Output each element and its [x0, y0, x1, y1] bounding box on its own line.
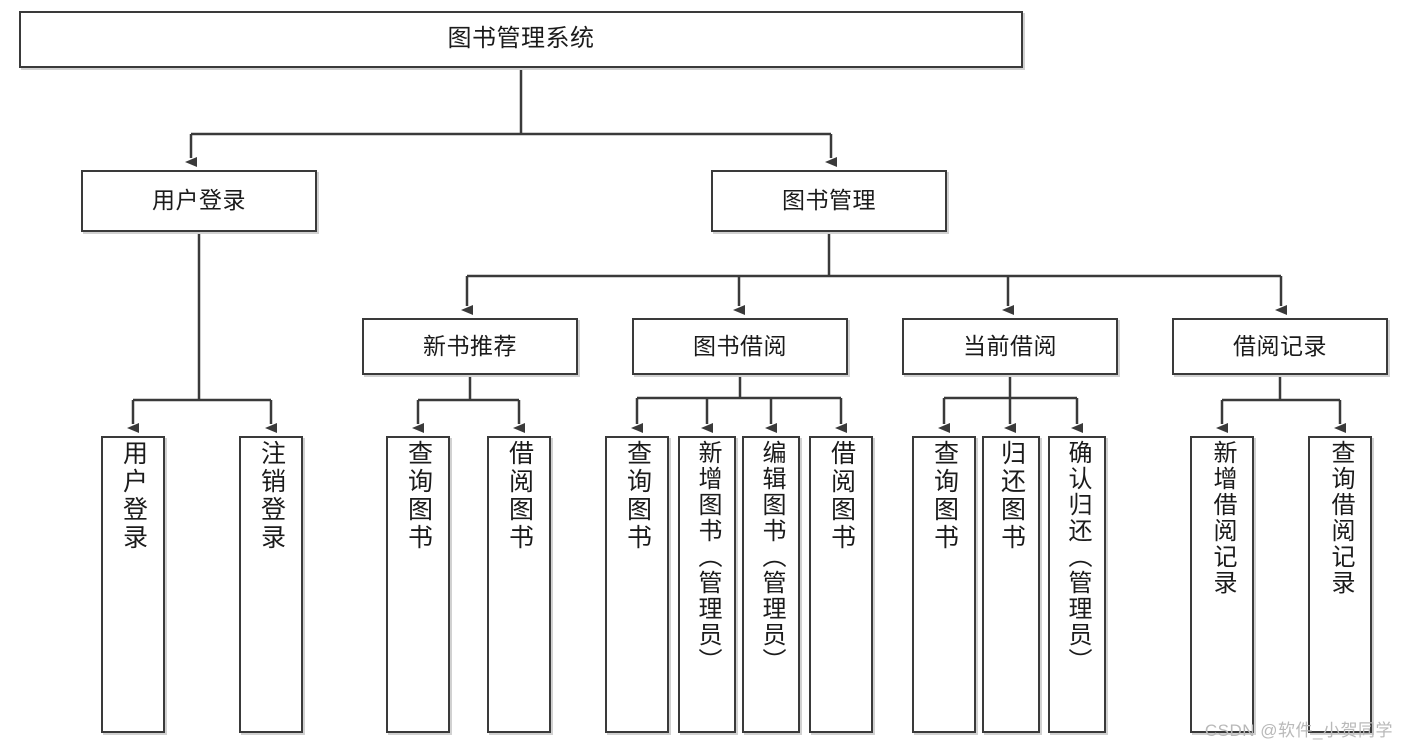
leaf-confirm-return-admin[interactable]: 确认归还（管理员）	[1048, 436, 1106, 733]
leaf-borrow-books-borrow-label: 借阅图书	[827, 440, 856, 552]
leaf-borrow-books-recommend-label: 借阅图书	[505, 440, 534, 552]
node-borrow-record-label: 借阅记录	[1233, 332, 1327, 359]
leaf-query-books-borrow-label: 查询图书	[623, 440, 652, 552]
leaf-borrow-books-borrow[interactable]: 借阅图书	[809, 436, 873, 733]
leaf-return-books[interactable]: 归还图书	[982, 436, 1040, 733]
node-current-borrow-label: 当前借阅	[963, 332, 1057, 359]
node-root-label: 图书管理系统	[447, 25, 595, 53]
node-book-borrow-label: 图书借阅	[693, 332, 787, 359]
leaf-edit-book-admin-label: 编辑图书（管理员）	[758, 440, 785, 674]
leaf-user-login[interactable]: 用户登录	[101, 436, 165, 733]
leaf-return-books-label: 归还图书	[997, 440, 1026, 552]
node-root[interactable]: 图书管理系统	[19, 11, 1023, 68]
leaf-query-books-recommend-label: 查询图书	[404, 440, 433, 552]
leaf-confirm-return-admin-label: 确认归还（管理员）	[1064, 440, 1091, 674]
leaf-edit-book-admin[interactable]: 编辑图书（管理员）	[742, 436, 800, 733]
leaf-logout[interactable]: 注销登录	[239, 436, 303, 733]
node-borrow-record[interactable]: 借阅记录	[1172, 318, 1388, 375]
watermark: CSDN @软件_小贺同学	[1204, 721, 1393, 740]
node-new-book-recommend[interactable]: 新书推荐	[362, 318, 578, 375]
node-book-management-label: 图书管理	[782, 187, 876, 214]
leaf-logout-label: 注销登录	[257, 440, 286, 552]
leaf-user-login-label: 用户登录	[119, 440, 148, 552]
node-user-login[interactable]: 用户登录	[81, 170, 317, 232]
leaf-query-borrow-record[interactable]: 查询借阅记录	[1308, 436, 1372, 733]
leaf-add-borrow-record[interactable]: 新增借阅记录	[1190, 436, 1254, 733]
node-book-management[interactable]: 图书管理	[711, 170, 947, 232]
leaf-add-book-admin-label: 新增图书（管理员）	[694, 440, 721, 674]
leaf-borrow-books-recommend[interactable]: 借阅图书	[487, 436, 551, 733]
leaf-query-books-current[interactable]: 查询图书	[912, 436, 976, 733]
leaf-add-borrow-record-label: 新增借阅记录	[1209, 440, 1236, 596]
leaf-query-books-recommend[interactable]: 查询图书	[386, 436, 450, 733]
leaf-query-borrow-record-label: 查询借阅记录	[1327, 440, 1354, 596]
node-user-login-label: 用户登录	[152, 187, 246, 214]
leaf-add-book-admin[interactable]: 新增图书（管理员）	[678, 436, 736, 733]
node-new-book-recommend-label: 新书推荐	[423, 332, 517, 359]
node-book-borrow[interactable]: 图书借阅	[632, 318, 848, 375]
leaf-query-books-current-label: 查询图书	[930, 440, 959, 552]
leaf-query-books-borrow[interactable]: 查询图书	[605, 436, 669, 733]
node-current-borrow[interactable]: 当前借阅	[902, 318, 1118, 375]
